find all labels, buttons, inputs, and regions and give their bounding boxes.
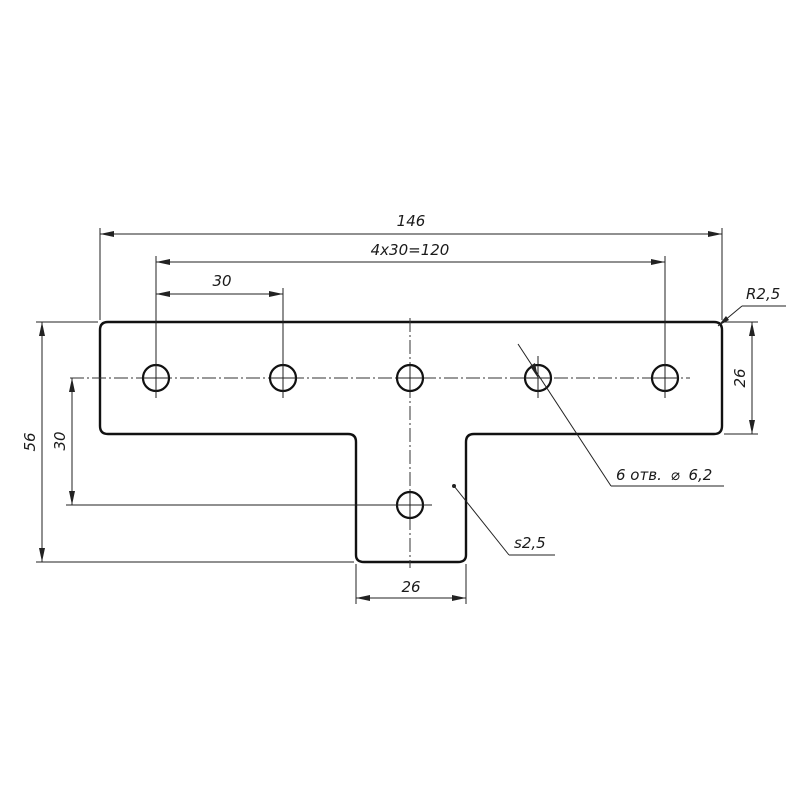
overall-width-label: 146 bbox=[397, 212, 426, 230]
dimension-hole-pitch: 30 bbox=[156, 272, 284, 365]
hole-6 bbox=[388, 490, 432, 520]
dimension-overall-height: 56 bbox=[21, 321, 354, 563]
hole-callout-label: 6 отв. ⌀ 6,2 bbox=[616, 466, 712, 484]
hole-3 bbox=[395, 363, 425, 393]
overall-height-label: 56 bbox=[21, 432, 39, 451]
corner-radius-label: R2,5 bbox=[746, 285, 780, 303]
stem-hole-offset-label: 30 bbox=[51, 431, 69, 450]
dimension-hole-span: 4x30=120 bbox=[155, 241, 666, 365]
hole-diameter-text: 6,2 bbox=[688, 466, 712, 484]
dimension-stem-hole-offset: 30 bbox=[51, 378, 395, 506]
dimension-overall-width: 146 bbox=[99, 212, 723, 320]
top-bar-height-label: 26 bbox=[731, 368, 749, 387]
hole-2 bbox=[268, 363, 298, 398]
stem-width-label: 26 bbox=[401, 578, 420, 596]
hole-span-label: 4x30=120 bbox=[371, 241, 450, 259]
dimension-top-bar-height: 26 bbox=[724, 321, 758, 435]
hole-1 bbox=[141, 363, 171, 398]
dimension-stem-width: 26 bbox=[355, 564, 467, 604]
hole-5 bbox=[650, 363, 680, 398]
diameter-symbol: ⌀ bbox=[671, 466, 680, 484]
thickness-leader: s2,5 bbox=[452, 484, 555, 556]
thickness-label: s2,5 bbox=[514, 534, 546, 552]
plate-outline bbox=[98, 320, 724, 564]
corner-radius-leader: R2,5 bbox=[717, 285, 786, 327]
hole-count-text: 6 отв. bbox=[616, 466, 662, 484]
hole-callout-leader: 6 отв. ⌀ 6,2 bbox=[517, 343, 724, 487]
hole-4 bbox=[523, 356, 553, 398]
hole-pitch-label: 30 bbox=[212, 272, 231, 290]
